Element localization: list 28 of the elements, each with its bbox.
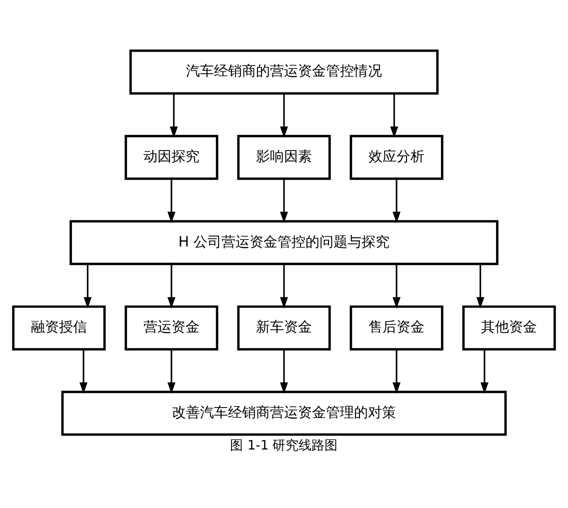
- arrow: [280, 348, 288, 394]
- arrow: [167, 178, 176, 223]
- arrow: [167, 264, 176, 308]
- caption: 图 1-1 研究线路图: [230, 438, 338, 454]
- arrow: [392, 348, 401, 394]
- node-box: H 公司营运资金管控的问题与探究: [70, 220, 498, 265]
- arrow: [280, 93, 288, 138]
- arrow: [392, 264, 401, 308]
- node-box: 融资授信: [12, 304, 106, 350]
- arrow: [84, 264, 92, 308]
- arrow: [280, 178, 288, 223]
- arrow: [476, 264, 484, 308]
- arrow: [392, 178, 401, 223]
- node-box: 效应分析: [350, 134, 444, 180]
- arrow: [280, 264, 288, 308]
- node-box: 新车资金: [237, 304, 331, 350]
- node-box: 动因探究: [124, 134, 218, 180]
- node-box: 改善汽车经销商营运资金管理的对策: [61, 390, 507, 436]
- node-box: 影响因素: [237, 134, 331, 180]
- arrow: [167, 348, 176, 394]
- node-box: 汽车经销商的营运资金管控情况: [129, 49, 439, 94]
- arrow: [390, 93, 398, 138]
- node-box: 营运资金: [124, 304, 218, 350]
- arrow: [170, 93, 178, 138]
- arrow: [80, 348, 88, 394]
- node-box: 其他资金: [462, 304, 556, 350]
- node-box: 售后资金: [350, 304, 444, 350]
- arrow: [480, 348, 488, 394]
